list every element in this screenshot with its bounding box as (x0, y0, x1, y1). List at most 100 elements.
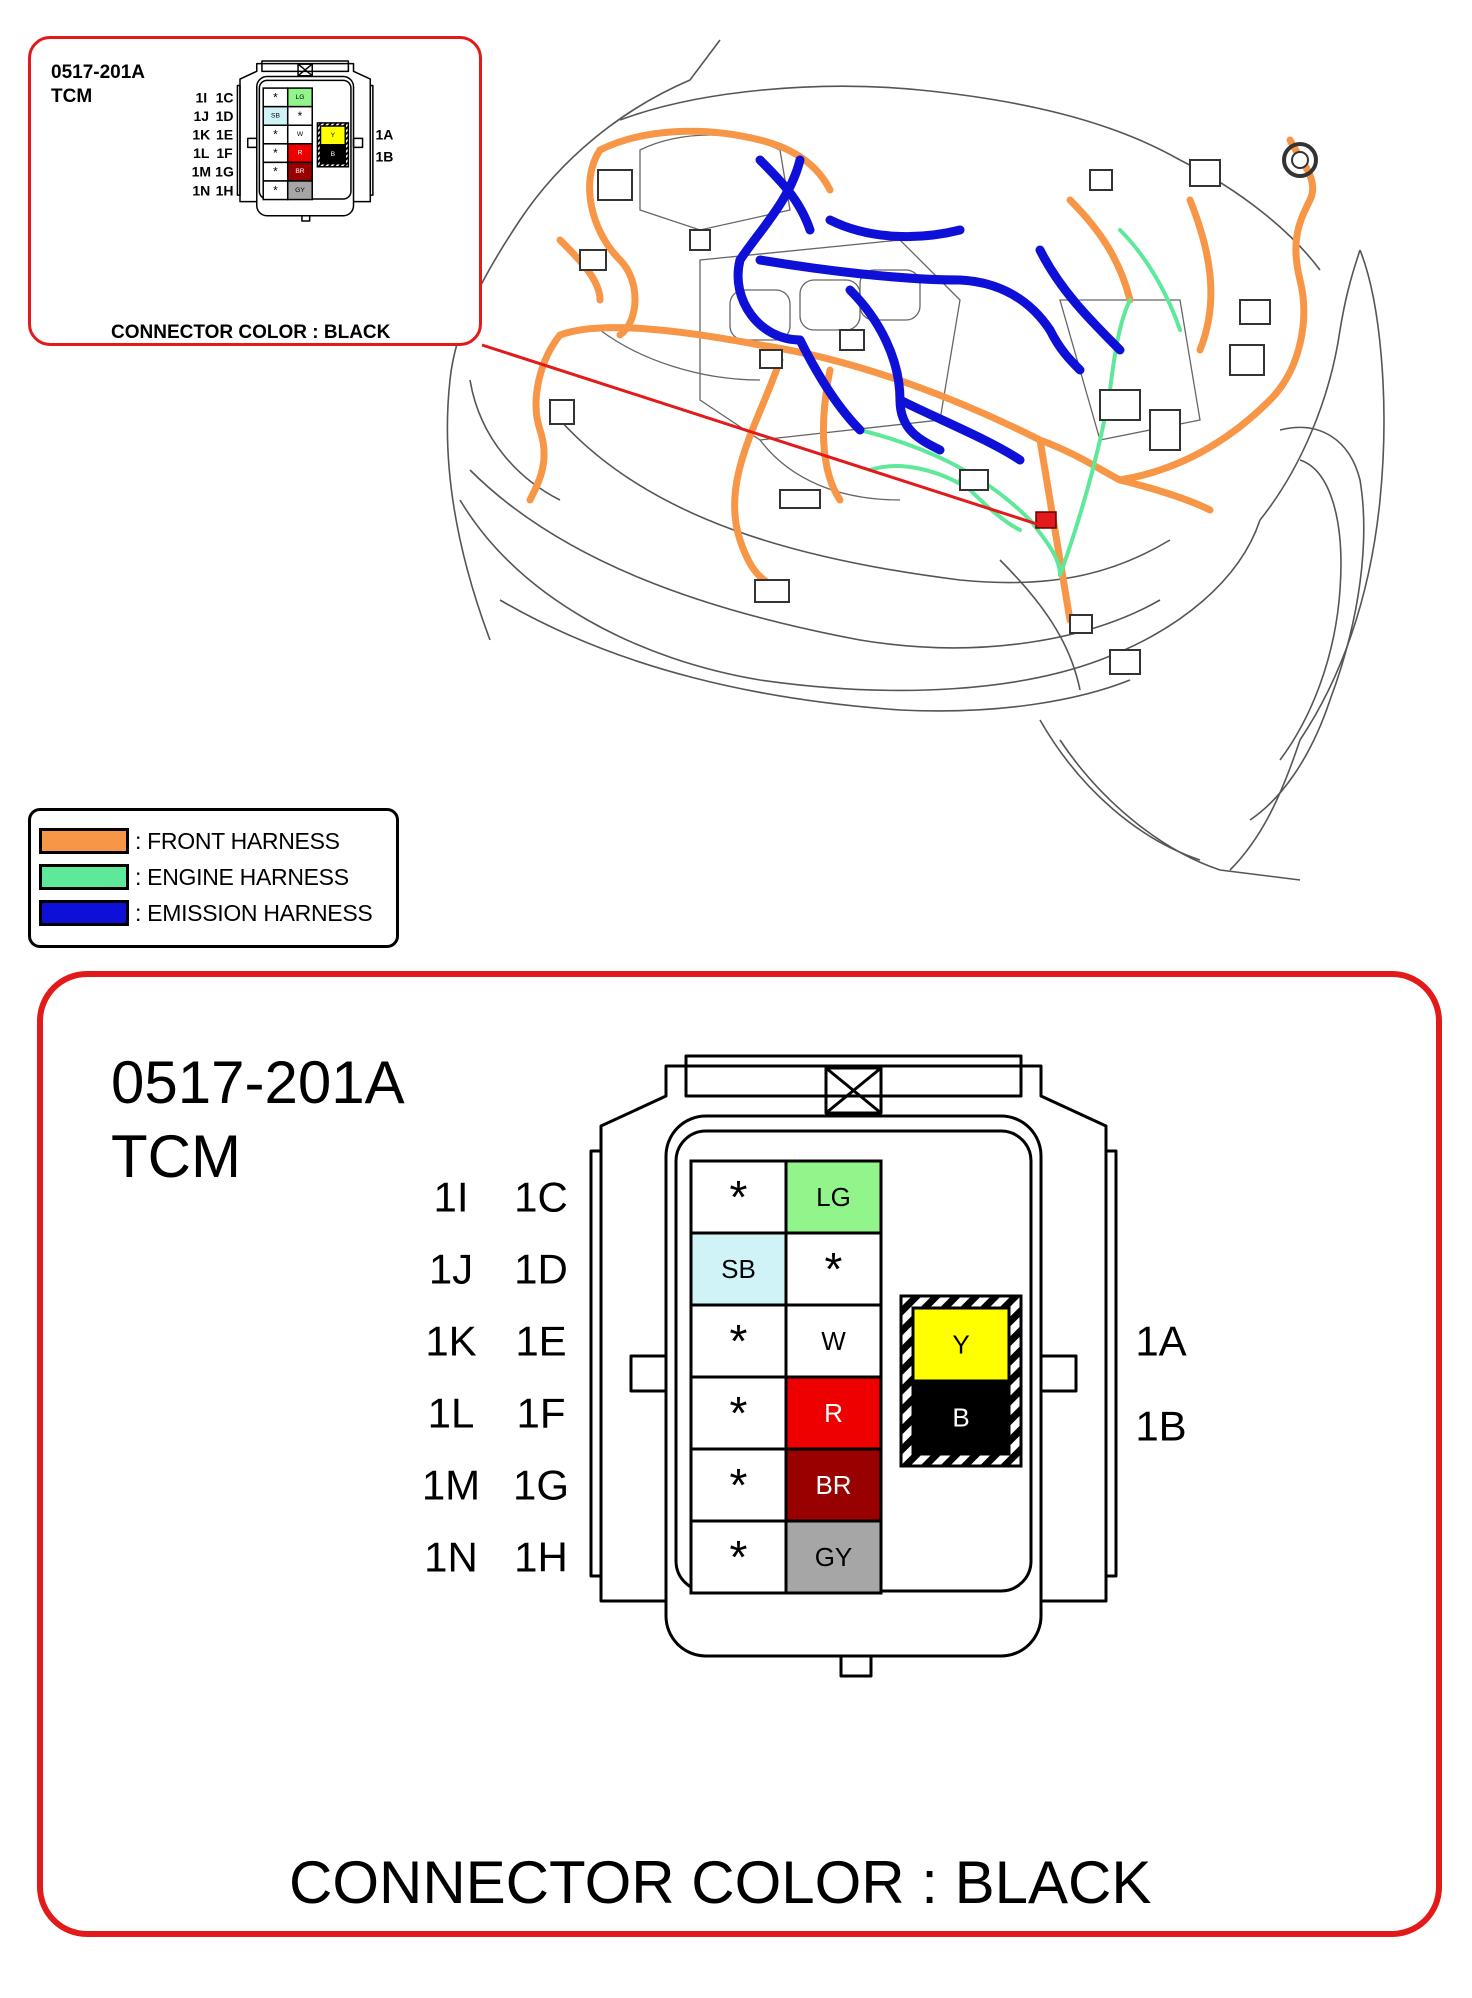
housing-top-lip (684, 1054, 1023, 1098)
pin-label-right: * (298, 109, 303, 123)
pin-number-left: 1J (429, 1246, 473, 1293)
pin-label-left: * (273, 128, 278, 142)
pin-number-left: 1L (193, 145, 210, 161)
callout-leader-line (481, 343, 1041, 527)
pin-label-left: * (730, 1459, 748, 1511)
side-key-left (246, 137, 258, 149)
pin-label-right: LG (816, 1182, 851, 1212)
pin-label-right: R (824, 1398, 843, 1428)
pin-number-mid: 1G (215, 164, 234, 180)
housing-top-lip (261, 60, 350, 73)
latch-right (1104, 1149, 1118, 1578)
pin-label-left: SB (721, 1254, 756, 1284)
pin-number-mid: 1E (515, 1318, 566, 1365)
legend-item-engine: : ENGINE HARNESS (39, 863, 349, 891)
legend-label-front: : FRONT HARNESS (135, 827, 340, 854)
pin-number-mid: 1C (216, 89, 234, 105)
pin-label-right: LG (296, 94, 305, 101)
pin-label-right: BR (815, 1470, 851, 1500)
tcm-connector-location (1035, 511, 1057, 529)
pin-number-mid: 1H (514, 1534, 568, 1581)
connector-face-small: *LGSB**W*R*BR*GYYB1I1J1K1L1M1N1C1D1E1F1G… (192, 60, 394, 222)
pin-cell-right (784, 1231, 883, 1307)
connector-color-small: CONNECTOR COLOR : BLACK (111, 322, 391, 343)
pin-label-left: * (273, 183, 278, 197)
pin-number-right: 1B (376, 148, 394, 164)
pin-cell-left (689, 1231, 788, 1307)
pin-number-left: 1K (425, 1318, 476, 1365)
legend-item-front: : FRONT HARNESS (39, 827, 340, 855)
front-harness-wires (526, 127, 1317, 624)
pin-number-mid: 1D (216, 108, 234, 124)
pin-cell-right (784, 1159, 883, 1235)
side-pin-label: B (952, 1403, 969, 1433)
pin-label-left: * (273, 90, 278, 104)
pin-number-left: 1N (192, 182, 210, 198)
side-key-left (629, 1354, 668, 1393)
pin-number-right: 1A (376, 127, 394, 143)
pin-number-mid: 1F (516, 1390, 565, 1437)
pin-cell-right (784, 1375, 883, 1451)
pin-cell-right (286, 180, 313, 201)
connector-code-small: 0517-201A (51, 62, 146, 83)
pin-label-left: * (730, 1531, 748, 1583)
side-pin-cell (911, 1379, 1011, 1456)
legend-label-emission: : EMISSION HARNESS (135, 899, 373, 926)
pin-cell-right (784, 1519, 883, 1595)
connector-name-small: TCM (51, 86, 93, 107)
pin-label-right: GY (815, 1542, 853, 1572)
emission-harness-wires (733, 155, 1125, 465)
pin-number-right: 1B (1135, 1403, 1186, 1450)
side-pin-cell (319, 144, 347, 165)
pin-label-right: GY (295, 187, 305, 194)
pin-number-mid: 1H (216, 182, 234, 198)
pin-label-right: * (825, 1243, 843, 1295)
ground-ring (1282, 142, 1318, 178)
pin-number-left: 1M (192, 164, 211, 180)
pin-label-right: R (298, 150, 303, 157)
pin-number-left: 1I (433, 1174, 468, 1221)
pin-label-left: * (730, 1315, 748, 1367)
pin-number-left: 1J (194, 108, 210, 124)
pin-number-mid: 1C (514, 1174, 568, 1221)
legend-swatch-front (39, 828, 129, 854)
car-wiring-illustration (446, 39, 1385, 881)
pin-number-mid: 1F (216, 145, 233, 161)
pin-label-left: * (730, 1387, 748, 1439)
pin-cell-left (689, 1303, 788, 1379)
latch-left (589, 1149, 603, 1578)
legend-swatch-emission (39, 900, 129, 926)
side-pin-cell (911, 1306, 1011, 1383)
pin-number-left: 1K (192, 127, 210, 143)
connector-color-large: CONNECTOR COLOR : BLACK (289, 1849, 1152, 1916)
pin-number-mid: 1D (514, 1246, 568, 1293)
car-body-outline (446, 39, 1385, 881)
pin-label-right: W (821, 1326, 846, 1356)
pin-number-left: 1L (428, 1390, 475, 1437)
connector-name-large: TCM (111, 1123, 241, 1190)
harness-legend: : FRONT HARNESS : ENGINE HARNESS : EMISS… (28, 808, 399, 948)
pin-number-left: 1I (195, 89, 207, 105)
pin-cell-right (784, 1303, 883, 1379)
pin-cell-left (689, 1375, 788, 1451)
side-pin-label: Y (952, 1330, 969, 1360)
connector-face-large: *LGSB**W*R*BR*GYYB1I1J1K1L1M1N1C1D1E1F1G… (422, 1054, 1187, 1678)
key-box (297, 63, 313, 77)
pin-cell-left (689, 1519, 788, 1595)
housing-bottom-tab (301, 215, 311, 222)
side-key-right (352, 137, 364, 149)
legend-label-engine: : ENGINE HARNESS (135, 863, 349, 890)
pin-label-right: W (297, 131, 304, 138)
pin-label-right: BR (295, 168, 304, 175)
pin-number-mid: 1G (513, 1462, 569, 1509)
latch-left (236, 84, 241, 196)
pin-label-left: SB (271, 112, 280, 119)
pin-label-left: * (273, 146, 278, 160)
pin-number-mid: 1E (216, 127, 233, 143)
side-key-right (1039, 1354, 1078, 1393)
latch-right (369, 84, 374, 196)
connector-code-large: 0517-201A (111, 1049, 405, 1116)
pin-number-left: 1M (422, 1462, 480, 1509)
